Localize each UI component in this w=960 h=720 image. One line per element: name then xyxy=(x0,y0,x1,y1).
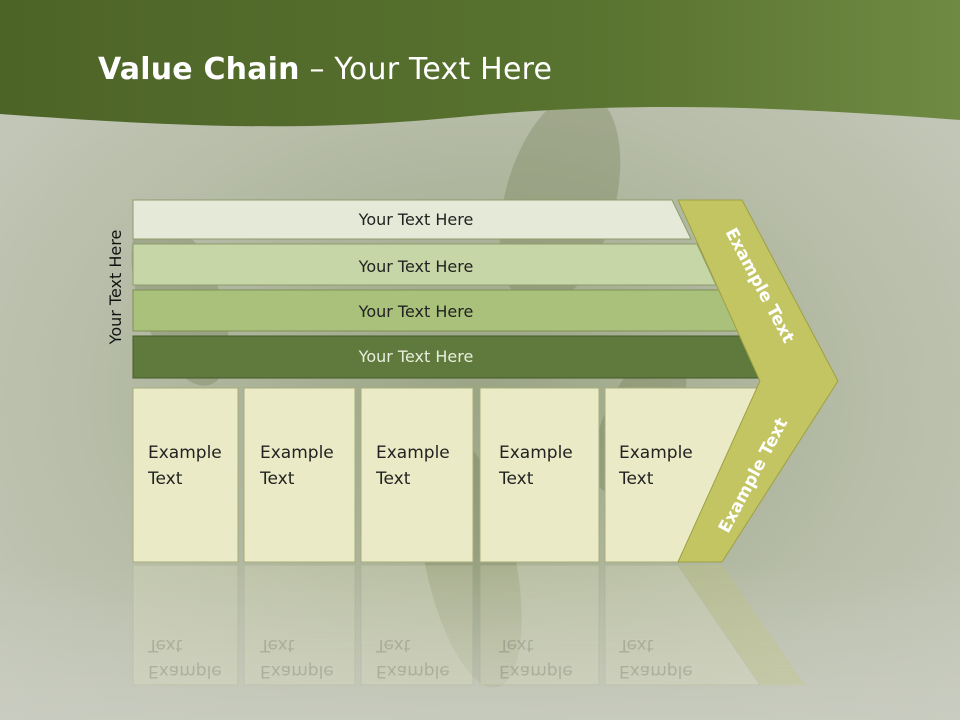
cell-1-line1: Example xyxy=(148,443,222,463)
cell-4-line2: Text xyxy=(499,469,534,489)
cell-reflections xyxy=(132,564,805,686)
cell-text-1: Example Text xyxy=(148,440,222,492)
row-label-2: Your Text Here xyxy=(358,257,474,276)
cell-reflection-text-5: Example Text xyxy=(619,635,693,681)
title-rest: – Your Text Here xyxy=(299,52,553,87)
row-label-3: Your Text Here xyxy=(358,302,474,321)
cell-box-3 xyxy=(360,387,474,563)
cell-1-line2: Text xyxy=(148,469,183,489)
cell-box-2 xyxy=(243,387,356,563)
cell-5-line2: Text xyxy=(619,469,654,489)
row-label-1: Your Text Here xyxy=(358,210,474,229)
row-label-4: Your Text Here xyxy=(358,347,474,366)
cell-reflection-text-3: Example Text xyxy=(376,635,450,681)
title-bold: Value Chain xyxy=(98,52,300,87)
cell-4-line1: Example xyxy=(499,443,573,463)
cell-3-line2: Text xyxy=(376,469,411,489)
cell-text-2: Example Text xyxy=(260,440,334,492)
chevron-arrow xyxy=(677,199,839,563)
cell-3-line1: Example xyxy=(376,443,450,463)
cell-box-4 xyxy=(479,387,600,563)
row-bar-1 xyxy=(132,199,692,240)
cell-2-line2: Text xyxy=(260,469,295,489)
cell-reflection-text-2: Example Text xyxy=(260,635,334,681)
cell-2-line1: Example xyxy=(260,443,334,463)
cell-reflection-text-1: Example Text xyxy=(148,635,222,681)
cell-text-5: Example Text xyxy=(619,440,693,492)
cell-reflection-text-4: Example Text xyxy=(499,635,573,681)
cell-text-3: Example Text xyxy=(376,440,450,492)
slide-title: Value Chain – Your Text Here xyxy=(98,52,552,87)
cell-5-line1: Example xyxy=(619,443,693,463)
cell-text-4: Example Text xyxy=(499,440,573,492)
cell-box-1 xyxy=(132,387,239,563)
